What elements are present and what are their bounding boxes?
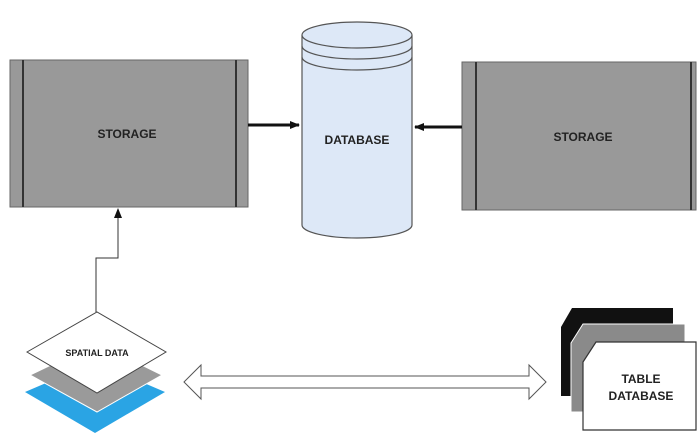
layer-top — [26, 311, 167, 394]
storage-right-label: STORAGE — [553, 130, 612, 144]
storage-left-label: STORAGE — [97, 127, 156, 141]
storage-left: STORAGE — [9, 59, 249, 208]
spatial-data-label: SPATIAL DATA — [65, 348, 129, 358]
table-database-label-line2: DATABASE — [609, 389, 674, 403]
storage-right: STORAGE — [461, 61, 697, 211]
table-database-stack: TABLE DATABASE — [561, 308, 697, 431]
connector-arrowhead — [114, 208, 122, 218]
database-cylinder: DATABASE — [301, 21, 413, 239]
stack-front — [582, 341, 697, 431]
connector-spatial-to-storage — [95, 216, 119, 312]
table-database-label-line1: TABLE — [621, 372, 660, 386]
spatial-data-layers: SPATIAL DATA — [25, 311, 167, 433]
bidirectional-arrow — [183, 363, 547, 401]
database-label: DATABASE — [325, 133, 390, 147]
